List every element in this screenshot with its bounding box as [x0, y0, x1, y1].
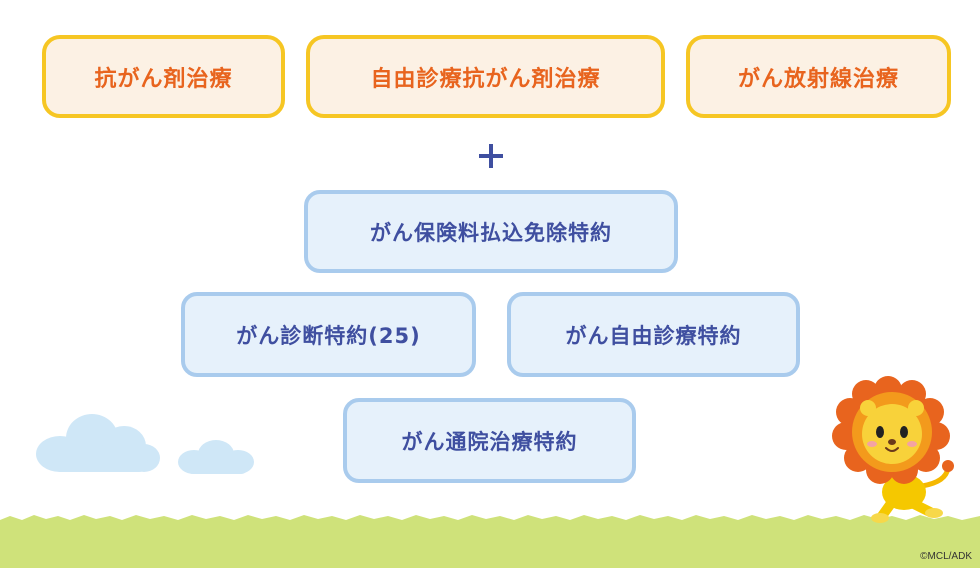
rider-box-outpatient: がん通院治療特約	[343, 398, 636, 483]
rider-label: がん診断特約(25)	[236, 323, 421, 348]
plus-icon	[477, 142, 505, 170]
treatment-label: 抗がん剤治療	[94, 66, 233, 92]
lion-mascot-icon	[832, 376, 954, 523]
cloud-icon	[178, 440, 254, 474]
treatment-box-radiation: がん放射線治療	[686, 35, 951, 118]
rider-box-premium-waiver: がん保険料払込免除特約	[304, 190, 678, 273]
grass-ground	[0, 515, 980, 568]
treatment-box-chemo: 抗がん剤治療	[42, 35, 285, 118]
cloud-icon	[36, 414, 160, 472]
treatment-box-free-chemo: 自由診療抗がん剤治療	[306, 35, 665, 118]
rider-box-diagnosis: がん診断特約(25)	[181, 292, 476, 377]
rider-label: がん保険料払込免除特約	[370, 220, 612, 245]
treatment-label: がん放射線治療	[737, 66, 899, 92]
rider-label: がん通院治療特約	[401, 429, 578, 454]
treatment-label: 自由診療抗がん剤治療	[370, 66, 601, 92]
rider-box-free-treatment: がん自由診療特約	[507, 292, 800, 377]
copyright-text: ©MCL/ADK	[920, 551, 972, 562]
rider-label: がん自由診療特約	[565, 323, 742, 348]
